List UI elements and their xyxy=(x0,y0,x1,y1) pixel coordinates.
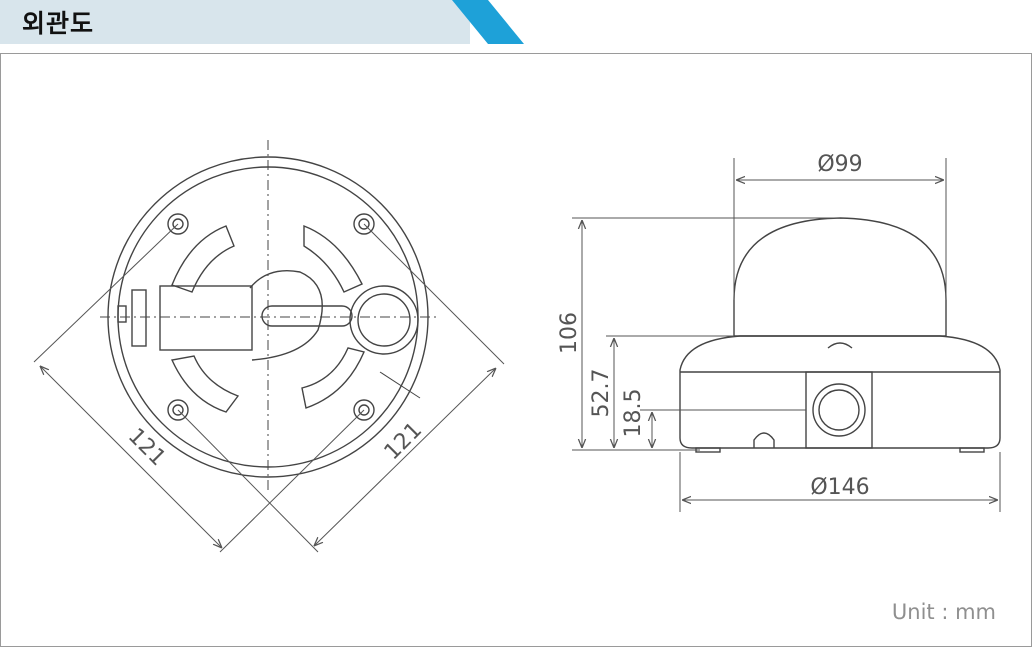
base-diameter-label: Ø146 xyxy=(810,475,869,500)
header-accent-tab xyxy=(452,0,524,44)
body-height-label: 52.7 xyxy=(589,369,614,418)
side-dimensions xyxy=(572,158,1001,512)
mount-spacing-dimensions xyxy=(33,223,505,553)
bottom-view xyxy=(100,140,440,490)
side-view xyxy=(679,217,1001,453)
total-height-label: 106 xyxy=(557,312,582,354)
port-height-label: 18.5 xyxy=(621,389,646,438)
dome-diameter-label: Ø99 xyxy=(817,152,862,177)
page-title: 외관도 xyxy=(22,9,95,38)
unit-label: Unit : mm xyxy=(891,600,996,624)
mount-spacing-a-label: 121 xyxy=(123,424,170,471)
header-bar xyxy=(0,0,470,44)
